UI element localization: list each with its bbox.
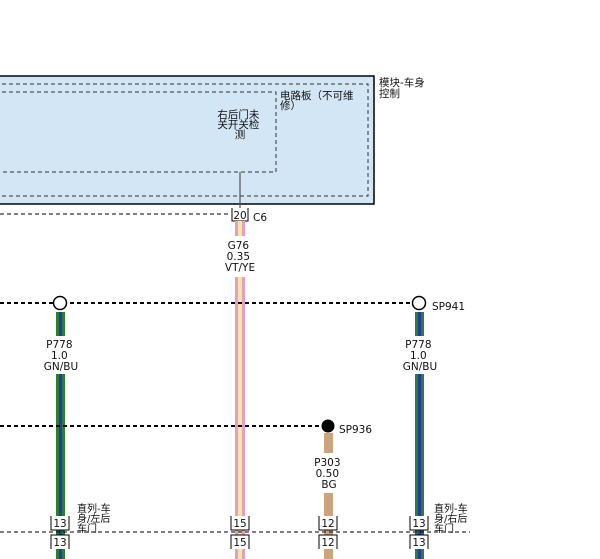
- splice-left-open-circle: [52, 295, 68, 311]
- connector-c6-name: C6: [253, 212, 267, 224]
- pin-left-lower: 13: [53, 537, 66, 549]
- splice-sp936-name: SP936: [339, 424, 372, 436]
- wire-p303-label: P303 0.50 BG: [314, 457, 344, 491]
- rear-door-switch-detect-label: 右后门未 关开关检 测: [217, 108, 262, 141]
- splice-sp941-name: SP941: [432, 301, 465, 313]
- pin-bracket-g76-lower: [230, 534, 250, 549]
- pin-bracket-p303-lower: [318, 534, 338, 549]
- pin-g76-upper: 15: [233, 518, 246, 530]
- pin-p303-lower: 12: [321, 537, 334, 549]
- circuit-board-dashed-border: [0, 91, 277, 173]
- circuit-board-label: 电路板（不可维 修）: [280, 89, 357, 112]
- wire-g76-label: G76 0.35 VT/YE: [225, 240, 255, 274]
- pin-bracket-p303-upper: [318, 516, 338, 531]
- pin-p303-upper: 12: [321, 518, 334, 530]
- pin-bracket-left-lower: [50, 534, 70, 549]
- wire-p778-right-label: P778 1.0 GN/BU: [403, 339, 437, 373]
- connector-c6-pin: 20: [233, 210, 246, 222]
- body-control-module-box: [0, 75, 375, 205]
- pin-bracket-left-upper: [50, 516, 70, 531]
- pin-right-lower: 13: [412, 537, 425, 549]
- splice-sp936-dot: [321, 419, 335, 433]
- pin-left-upper: 13: [53, 518, 66, 530]
- pin-g76-lower: 15: [233, 537, 246, 549]
- inline-connector-left-label: 直列-车 身/左后 车门: [77, 502, 114, 535]
- pin-bracket-g76-upper: [230, 516, 250, 531]
- wire-p778-right: [415, 312, 424, 559]
- splice-sp941-open-circle: [411, 295, 427, 311]
- pin-bracket-right-upper: [409, 516, 429, 531]
- pin-bracket-right-lower: [409, 534, 429, 549]
- pin-right-upper: 13: [412, 518, 425, 530]
- module-label: 模块-车身 控制: [379, 76, 428, 100]
- wire-g76: [235, 221, 245, 559]
- module-inner-dashed-border: [0, 83, 369, 197]
- wire-p778-left: [56, 312, 65, 559]
- wire-p778-left-label: P778 1.0 GN/BU: [44, 339, 78, 373]
- inline-connector-right-label: 直列-车 身/右后 车门: [434, 502, 471, 535]
